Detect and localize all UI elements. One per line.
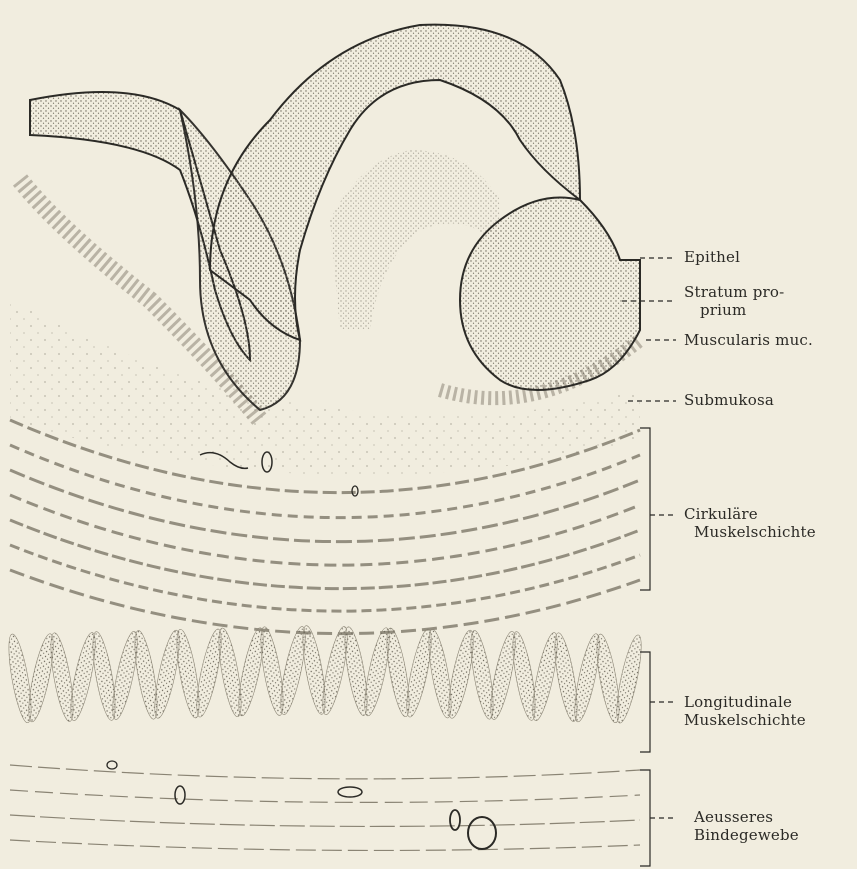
label-longitudinale-line2: Muskelschichte bbox=[684, 711, 806, 729]
label-leaders bbox=[622, 258, 676, 866]
fiber-line bbox=[10, 765, 640, 779]
label-epithel: Epithel bbox=[684, 248, 740, 266]
bracket-cirkulaere bbox=[640, 428, 650, 590]
label-stratum-proprium: Stratum pro- prium bbox=[684, 283, 784, 319]
label-submukosa: Submukosa bbox=[684, 391, 774, 409]
label-longitudinale-line1: Longitudinale bbox=[684, 693, 806, 711]
fiber-line bbox=[10, 815, 640, 826]
label-submukosa-text: Submukosa bbox=[684, 391, 774, 409]
circular-band bbox=[10, 570, 640, 634]
label-stratum-line2: prium bbox=[684, 301, 784, 319]
label-cirkulaere-line1: Cirkuläre bbox=[684, 505, 816, 523]
longitudinal-muscle-layer bbox=[4, 624, 646, 724]
label-aeusseres-line2: Bindegewebe bbox=[684, 826, 799, 844]
label-muscularis-text: Muscularis muc. bbox=[684, 331, 813, 349]
label-cirkulaere-muskelschichte: Cirkuläre Muskelschichte bbox=[684, 505, 816, 541]
fiber-line bbox=[10, 790, 640, 802]
muscle-bundle bbox=[612, 633, 646, 724]
label-aeusseres-bindegewebe: Aeusseres Bindegewebe bbox=[684, 808, 799, 844]
label-longitudinale-muskelschichte: Longitudinale Muskelschichte bbox=[684, 693, 806, 729]
blood-vessel bbox=[175, 786, 185, 804]
label-cirkulaere-line2: Muskelschichte bbox=[684, 523, 816, 541]
outer-connective-tissue bbox=[10, 761, 640, 850]
bracket-longitudinale bbox=[640, 652, 650, 752]
blood-vessel bbox=[107, 761, 117, 769]
bracket-aeusseres bbox=[640, 770, 650, 866]
label-epithel-text: Epithel bbox=[684, 248, 740, 266]
blood-vessel bbox=[450, 810, 460, 830]
label-stratum-line1: Stratum pro- bbox=[684, 283, 784, 301]
blood-vessel bbox=[338, 787, 362, 797]
blood-vessel bbox=[468, 817, 496, 849]
fiber-line bbox=[10, 840, 640, 850]
label-muscularis-muc: Muscularis muc. bbox=[684, 331, 813, 349]
label-aeusseres-line1: Aeusseres bbox=[684, 808, 799, 826]
